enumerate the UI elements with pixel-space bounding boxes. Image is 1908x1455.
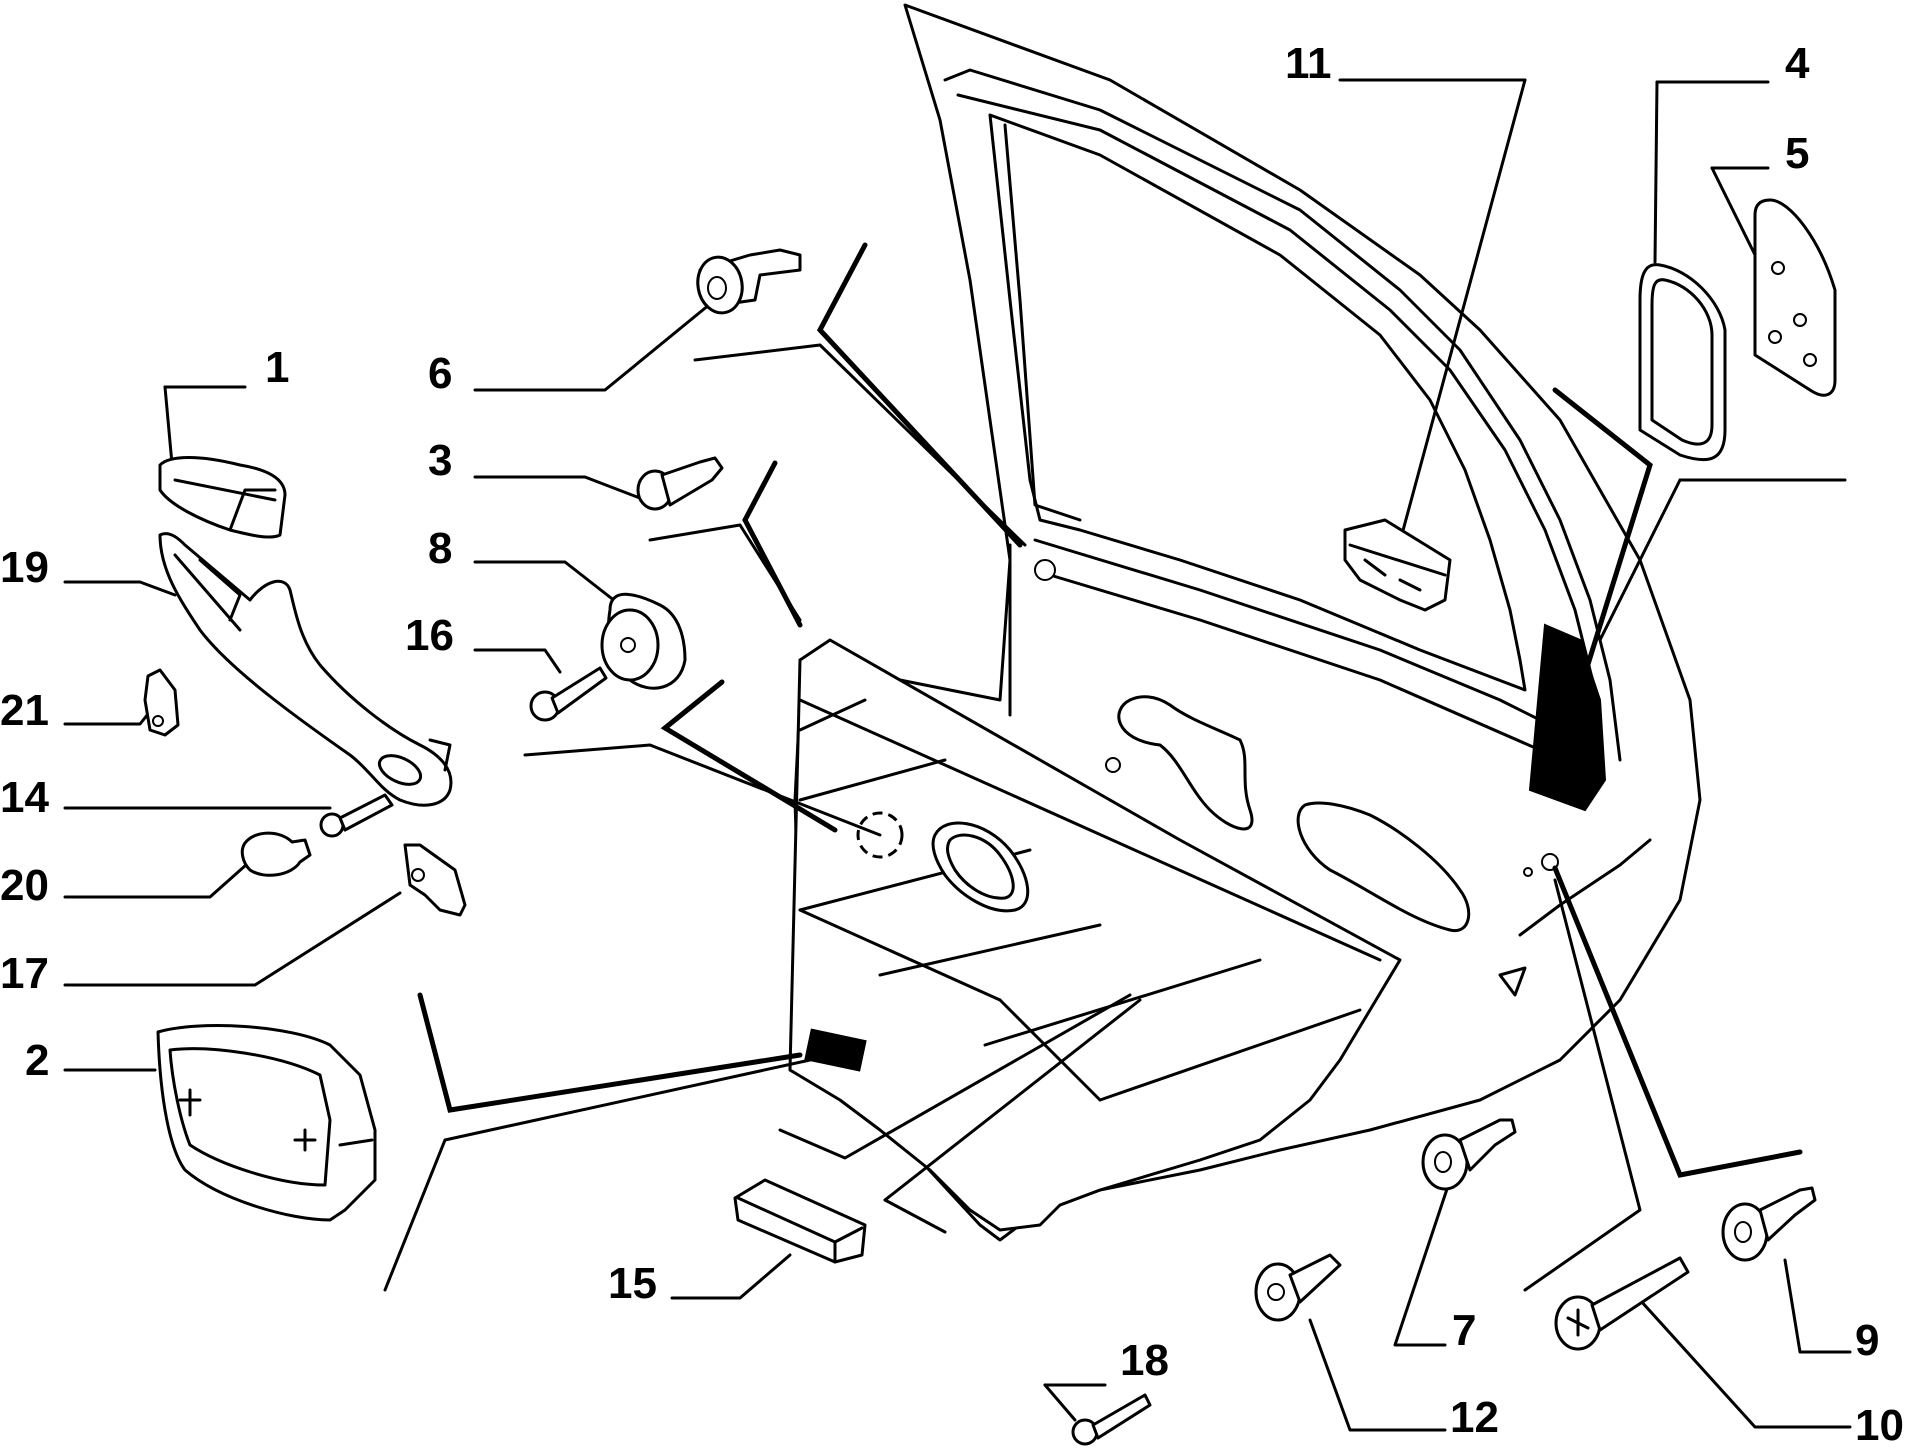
part-labels: 1 19 21 14 20 17 2 6 3 8 16 11 4 5 7 9 1… [0,39,1904,1450]
part-9-pin [1721,1186,1817,1262]
part-5-bracket [1753,198,1837,397]
label-21: 21 [0,686,49,735]
label-8: 8 [428,524,452,573]
label-5: 5 [1785,129,1809,178]
label-4: 4 [1785,39,1810,88]
part-3-bolt [636,456,724,511]
part-21-clip [143,668,180,737]
part-7-pin [1421,1118,1517,1191]
part-17-bracket [403,843,467,917]
part-1-handle-cover [158,456,287,539]
label-18: 18 [1120,1336,1169,1385]
label-19: 19 [0,543,49,592]
label-14: 14 [0,773,49,822]
part-19-handle [158,532,453,807]
label-9: 9 [1855,1316,1879,1365]
label-1: 1 [265,343,289,392]
part-14-screw [319,793,394,838]
part-20-cap [240,831,312,877]
part-12-bolt [1254,1253,1342,1322]
label-20: 20 [0,861,49,910]
part-11-clip [1343,518,1452,612]
label-11: 11 [1285,39,1332,88]
part-18-screw [1071,1393,1152,1446]
part-10-screw [1554,1256,1690,1351]
label-2: 2 [25,1036,49,1085]
label-6: 6 [428,349,452,398]
leader-lines [63,78,1852,1432]
label-17: 17 [0,949,49,998]
label-3: 3 [428,436,452,485]
label-16: 16 [405,611,454,660]
label-10: 10 [1855,1401,1904,1450]
part-4-trim [1638,263,1727,462]
part-16-screw [529,666,608,722]
door-panel [788,3,1702,1242]
part-2-lamp [156,1024,377,1222]
part-8-grommet [600,592,687,690]
part-6-pin [696,248,802,315]
label-12: 12 [1450,1393,1499,1442]
label-7: 7 [1452,1306,1476,1355]
label-15: 15 [608,1259,657,1308]
part-15-pad [733,1178,867,1264]
